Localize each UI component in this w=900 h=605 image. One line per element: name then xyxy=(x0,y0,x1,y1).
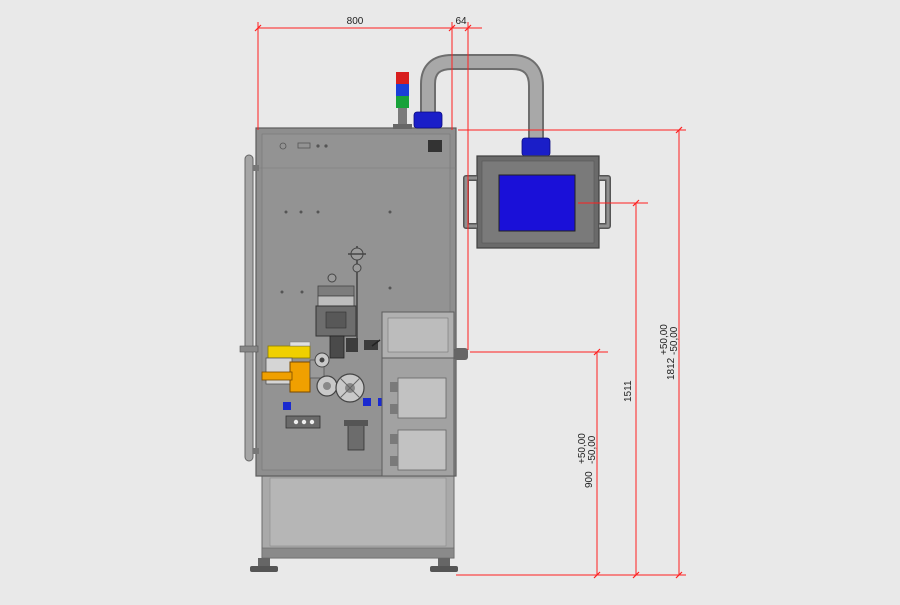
right-module xyxy=(381,311,468,477)
dim-height-total-tol-minus: -50,00 xyxy=(669,326,680,355)
dim-height-total-tol-plus: +50,00 xyxy=(659,324,670,355)
handwheel-icon xyxy=(314,352,365,403)
dim-height-screen: 1511 xyxy=(623,380,634,402)
spindle-assembly xyxy=(315,246,381,359)
dimension-lines xyxy=(254,22,686,579)
cabinet-corner-box xyxy=(428,140,442,152)
dimension-labels: 800 64 900 +50,00 -50,00 1511 1812 +50,0… xyxy=(347,16,680,488)
dim-height-total: 1812 xyxy=(666,357,677,380)
machine xyxy=(239,54,611,572)
warning-label xyxy=(267,345,311,359)
control-plate xyxy=(283,398,384,451)
drawer-lower xyxy=(397,429,447,471)
drive-unit xyxy=(261,341,325,393)
dim-height-table-tol-plus: +50,00 xyxy=(577,433,588,464)
dim-height-table: 900 xyxy=(584,471,595,488)
drawer-upper xyxy=(397,377,447,419)
machine-base xyxy=(250,473,458,572)
panel-support-arm xyxy=(413,54,551,157)
motor-orange xyxy=(289,361,311,393)
hmi-screen xyxy=(498,174,576,232)
dim-width-offset: 64 xyxy=(455,16,467,27)
dim-width-main: 800 xyxy=(347,16,364,27)
side-handle xyxy=(239,154,259,462)
monitor-icon xyxy=(463,155,611,249)
machine-foot-right xyxy=(430,566,458,572)
dim-height-table-tol-minus: -50,00 xyxy=(587,435,598,464)
signal-tower-icon xyxy=(393,72,412,129)
machine-foot-left xyxy=(250,566,278,572)
